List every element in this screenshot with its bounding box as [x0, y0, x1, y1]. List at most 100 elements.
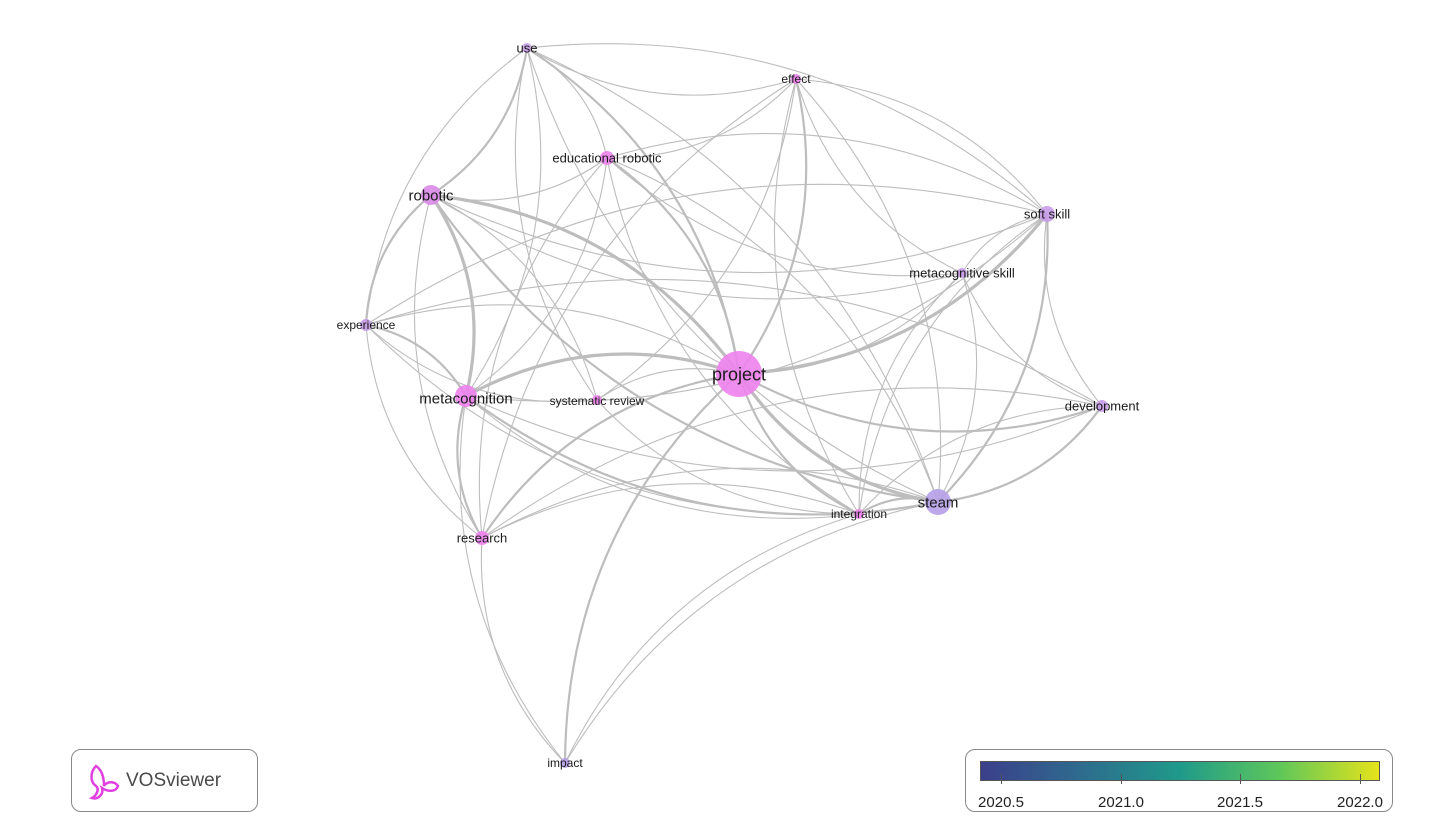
- vosviewer-logo-icon: [88, 764, 120, 800]
- edge-layer: [364, 43, 1103, 764]
- node-soft_skill[interactable]: [1039, 206, 1055, 222]
- edge-integration-impact: [564, 513, 860, 764]
- node-impact[interactable]: [560, 758, 570, 768]
- edge-experience-integration: [365, 324, 860, 516]
- edge-effect-research: [481, 78, 797, 539]
- edge-soft_skill-development: [1043, 213, 1103, 407]
- edge-robotic-educational_robotic: [430, 157, 608, 201]
- node-research[interactable]: [475, 531, 489, 545]
- node-steam[interactable]: [925, 489, 951, 515]
- legend-tick-mark: [1360, 774, 1361, 784]
- node-label-impact[interactable]: impact: [547, 756, 583, 770]
- node-label-integration[interactable]: integration: [831, 507, 887, 521]
- node-label-project[interactable]: project: [712, 364, 766, 384]
- edge-educational_robotic-effect: [606, 78, 797, 159]
- node-layer: [360, 43, 1108, 768]
- node-effect[interactable]: [791, 74, 801, 84]
- legend-tick-mark: [1001, 774, 1002, 784]
- node-label-educational_robotic[interactable]: educational robotic: [552, 151, 662, 166]
- edge-research-impact: [480, 537, 566, 764]
- edge-robotic-experience: [364, 194, 432, 326]
- legend-tick-label: 2021.0: [1098, 794, 1144, 811]
- node-label-use[interactable]: use: [517, 41, 538, 56]
- edge-systematic_review-robotic: [430, 194, 598, 401]
- edge-steam-use: [526, 47, 939, 503]
- node-use[interactable]: [522, 43, 532, 53]
- edge-project-soft_skill: [738, 212, 1049, 376]
- edge-robotic-metacognitive_skill: [430, 194, 963, 300]
- node-label-robotic[interactable]: robotic: [408, 187, 454, 204]
- edge-project-impact: [563, 373, 740, 764]
- node-experience[interactable]: [360, 319, 372, 331]
- edge-soft_skill-integration: [858, 213, 1048, 515]
- edge-project-effect: [738, 78, 808, 375]
- node-label-research[interactable]: research: [457, 531, 508, 546]
- edge-metacognition-educational_robotic: [465, 157, 608, 397]
- node-educational_robotic[interactable]: [600, 151, 614, 165]
- edge-development-experience: [365, 278, 1103, 407]
- logo-text: VOSviewer: [126, 770, 222, 791]
- node-integration[interactable]: [854, 509, 864, 519]
- edge-metacognition-impact: [459, 395, 566, 764]
- node-label-development[interactable]: development: [1065, 399, 1140, 414]
- edge-robotic-use: [430, 47, 529, 196]
- node-development[interactable]: [1096, 400, 1108, 412]
- edge-educational_robotic-research: [478, 157, 608, 539]
- legend-tick-mark: [1121, 774, 1122, 784]
- edge-project-steam: [737, 373, 939, 504]
- edge-metacognition-experience: [365, 323, 467, 397]
- edge-use-experience: [365, 47, 528, 326]
- node-label-effect[interactable]: effect: [781, 72, 811, 86]
- legend-tick-label: 2020.5: [978, 794, 1024, 811]
- edge-steam-educational_robotic: [606, 157, 939, 503]
- edge-metacognition-integration: [465, 395, 860, 519]
- edge-metacognition-development: [465, 395, 1103, 472]
- edge-use-steam: [526, 47, 939, 503]
- edge-development-research: [481, 387, 1103, 539]
- edge-systematic_review-effect: [596, 78, 797, 401]
- edge-project-integration: [737, 373, 860, 515]
- edge-use-systematic_review: [514, 47, 598, 401]
- node-metacognition[interactable]: [455, 385, 477, 407]
- edge-project-metacognition: [465, 352, 740, 398]
- edge-educational_robotic-integration: [606, 157, 860, 515]
- edge-integration-research: [481, 483, 860, 539]
- edge-soft_skill-metacognitive_skill: [961, 213, 1048, 274]
- edge-use-effect: [526, 47, 797, 96]
- legend-tick-label: 2022.0: [1337, 794, 1383, 811]
- node-label-metacognition[interactable]: metacognition: [419, 390, 512, 407]
- edge-soft_skill-use: [526, 43, 1048, 215]
- edge-soft_skill-effect: [795, 78, 1048, 215]
- edge-soft_skill-experience: [365, 183, 1048, 326]
- edge-effect-metacognitive_skill: [795, 78, 963, 274]
- node-metacognitive_skill[interactable]: [957, 268, 967, 278]
- edge-soft_skill-educational_robotic: [606, 133, 1048, 215]
- node-robotic[interactable]: [421, 185, 441, 205]
- edge-metacognition-steam: [465, 395, 939, 516]
- edge-systematic_review-integration: [596, 399, 860, 515]
- edge-educational_robotic-use: [526, 47, 608, 159]
- node-label-metacognitive_skill[interactable]: metacognitive skill: [909, 266, 1015, 281]
- edge-project-research: [481, 372, 740, 539]
- vosviewer-logo: VOSviewer: [71, 749, 258, 812]
- node-label-steam[interactable]: steam: [918, 494, 959, 511]
- edge-robotic-steam: [430, 194, 939, 504]
- node-label-systematic_review[interactable]: systematic review: [550, 394, 645, 408]
- edge-steam-impact: [564, 501, 939, 764]
- edge-experience-research: [365, 324, 483, 539]
- node-project[interactable]: [716, 351, 762, 397]
- edge-metacognition-use: [465, 47, 542, 397]
- edge-steam-development: [937, 405, 1103, 504]
- edge-steam-effect: [795, 78, 942, 503]
- node-label-soft_skill[interactable]: soft skill: [1024, 207, 1070, 222]
- edge-steam-soft_skill: [937, 213, 1049, 503]
- edge-project-development: [738, 373, 1103, 433]
- label-layer: project metacognition robotic steam soft ski…: [337, 41, 1140, 771]
- node-systematic_review[interactable]: [592, 395, 602, 405]
- node-label-experience[interactable]: experience: [337, 318, 396, 332]
- edge-educational_robotic-metacognitive_skill: [606, 157, 963, 277]
- edge-development-integration: [858, 405, 1103, 515]
- edge-steam-metacognitive_skill: [937, 272, 978, 503]
